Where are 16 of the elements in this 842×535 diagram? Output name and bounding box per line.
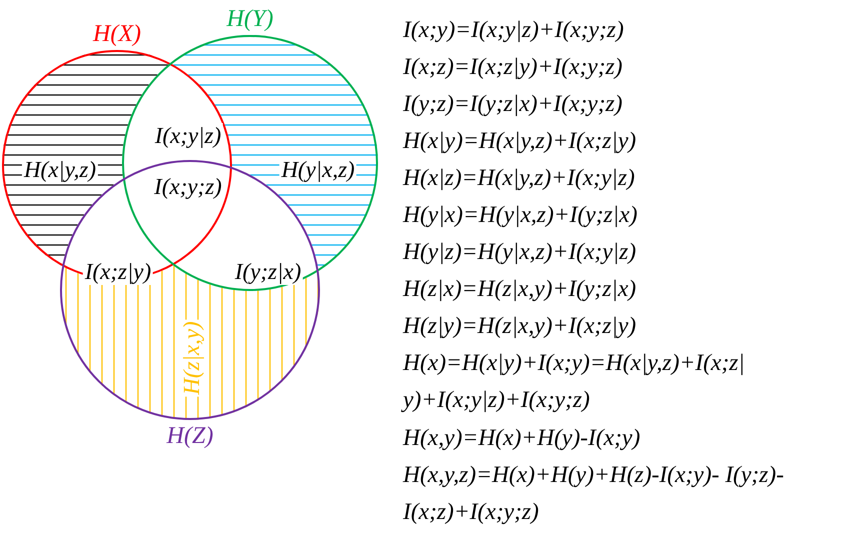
- equation: I(x;z)=I(x;z|y)+I(x;y;z): [403, 53, 624, 82]
- equation: H(y|z)=H(y|x,z)+I(x;y|z): [403, 238, 638, 267]
- set-label: H(Y): [226, 5, 274, 33]
- set-label: H(X): [93, 20, 141, 48]
- equation: H(x,y)=H(x)+H(y)-I(x;y): [403, 424, 642, 453]
- set-label: H(Z): [166, 422, 214, 450]
- equation: H(x|y)=H(x|y,z)+I(x;z|y): [403, 127, 638, 156]
- equation: H(x)=H(x|y)+I(x;y)=H(x|y,z)+I(x;z| y)+I(x;y|z)+I(x;y;z): [403, 349, 746, 416]
- equation: H(x|z)=H(x|y,z)+I(x;y|z): [403, 164, 636, 193]
- region-label: I(x;y|z): [152, 123, 224, 149]
- equation: H(z|x)=H(z|x,y)+I(y;z|x): [403, 275, 638, 304]
- equation: H(x,y,z)=H(x)+H(y)+H(z)-I(x;y)- I(y;z)-I(x;z)+I(x;y;z): [403, 461, 785, 528]
- equation: I(x;y)=I(x;y|z)+I(x;y;z): [403, 16, 625, 45]
- equation: I(y;z)=I(y;z|x)+I(x;y;z): [403, 90, 624, 119]
- equation: H(y|x)=H(y|x,z)+I(y;z|x): [403, 201, 638, 230]
- equation: H(z|y)=H(z|x,y)+I(x;z|y): [403, 312, 638, 341]
